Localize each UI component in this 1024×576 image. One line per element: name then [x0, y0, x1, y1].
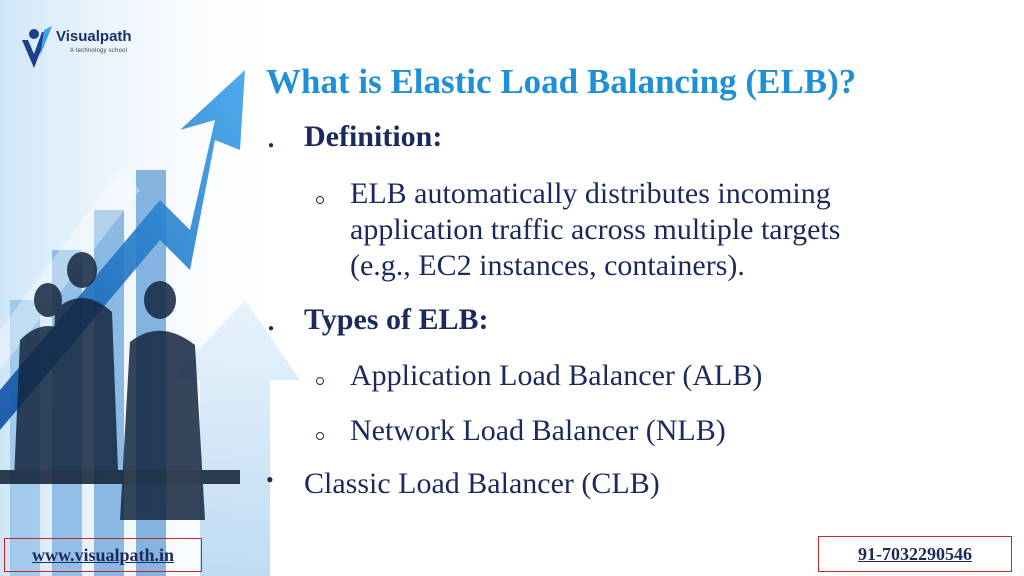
sub-bullet-icon — [316, 196, 324, 204]
section-heading-types: Types of ELB: — [304, 303, 489, 336]
section-heading-definition: Definition: — [304, 120, 443, 153]
definition-line-2: application traffic across multiple targ… — [350, 213, 841, 246]
sub-bullet-icon — [316, 377, 324, 385]
brand-name: Visualpath — [56, 28, 132, 45]
background-artwork — [0, 0, 300, 576]
type-item-clb: Classic Load Balancer (CLB) — [304, 467, 660, 500]
bullet-icon: ● — [268, 323, 275, 334]
definition-line-1: ELB automatically distributes incoming — [350, 177, 831, 210]
website-link[interactable]: www.visualpath.in — [4, 538, 202, 572]
definition-line-3: (e.g., EC2 instances, containers). — [350, 249, 745, 282]
bullet-icon: • — [266, 467, 274, 492]
brand-logo[interactable]: Visualpath A technology school — [18, 26, 148, 76]
brand-tagline: A technology school — [70, 48, 128, 54]
type-item-nlb: Network Load Balancer (NLB) — [350, 414, 726, 447]
phone-link[interactable]: 91-7032290546 — [818, 536, 1012, 572]
logo-mark-icon — [22, 26, 52, 68]
sub-bullet-icon — [316, 432, 324, 440]
slide-title: What is Elastic Load Balancing (ELB)? — [266, 62, 857, 101]
type-item-alb: Application Load Balancer (ALB) — [350, 359, 763, 392]
bullet-icon: ● — [268, 140, 275, 151]
